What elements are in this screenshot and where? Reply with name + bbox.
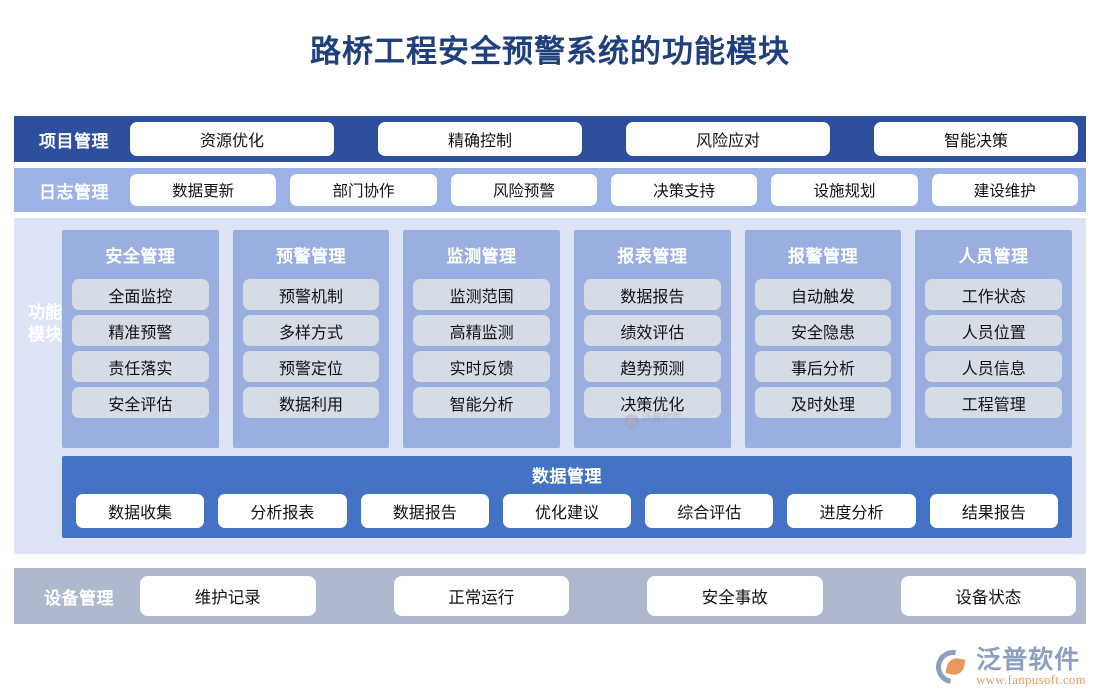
data-item-progress-analysis[interactable]: 进度分析 <box>787 494 916 528</box>
warning-item-mechanism[interactable]: 预警机制 <box>242 279 380 310</box>
data-management-block: 数据管理 数据收集 分析报表 数据报告 优化建议 综合评估 进度分析 结果报告 <box>62 456 1072 538</box>
project-management-band: 项目管理 资源优化 精确控制 风险应对 智能决策 <box>14 116 1086 162</box>
project-item-resource-optimization[interactable]: 资源优化 <box>130 122 334 156</box>
personnel-item-information[interactable]: 人员信息 <box>925 351 1063 382</box>
monitoring-item-smart-analysis[interactable]: 智能分析 <box>413 387 551 418</box>
log-item-decision-support[interactable]: 决策支持 <box>610 174 758 206</box>
project-management-items: 资源优化 精确控制 风险应对 智能决策 <box>126 122 1078 156</box>
report-item-trend-forecast[interactable]: 趋势预测 <box>584 351 721 382</box>
log-item-department-collaboration[interactable]: 部门协作 <box>290 174 437 206</box>
module-column-personnel: 人员管理 工作状态 人员位置 人员信息 工程管理 <box>915 230 1073 448</box>
module-column-warning: 预警管理 预警机制 多样方式 预警定位 数据利用 <box>232 230 390 448</box>
monitoring-item-scope[interactable]: 监测范围 <box>413 279 551 310</box>
alarm-item-timely-handling[interactable]: 及时处理 <box>754 387 892 418</box>
module-column-monitoring-header: 监测管理 <box>446 247 517 266</box>
brand-logo: 泛普软件 www.fanpusoft.com <box>929 643 1086 692</box>
report-item-data-report[interactable]: 数据报告 <box>584 279 721 310</box>
warning-item-data-utilization[interactable]: 数据利用 <box>242 387 380 418</box>
data-item-optimization-advice[interactable]: 优化建议 <box>502 494 632 528</box>
project-item-risk-response[interactable]: 风险应对 <box>626 122 830 156</box>
data-management-title: 数据管理 <box>532 467 602 486</box>
monitoring-item-high-precision[interactable]: 高精监测 <box>413 315 551 346</box>
logo-website-url: www.fanpusoft.com <box>976 673 1086 687</box>
monitoring-item-realtime-feedback[interactable]: 实时反馈 <box>413 351 551 382</box>
device-management-band: 设备管理 维护记录 正常运行 安全事故 设备状态 <box>14 568 1086 624</box>
data-item-data-report[interactable]: 数据报告 <box>360 494 489 528</box>
project-item-smart-decision[interactable]: 智能决策 <box>874 122 1078 156</box>
project-management-label: 项目管理 <box>39 131 109 151</box>
module-column-monitoring: 监测管理 监测范围 高精监测 实时反馈 智能分析 <box>403 230 561 448</box>
alarm-item-safety-hazard[interactable]: 安全隐患 <box>754 315 892 346</box>
data-item-comprehensive-evaluation[interactable]: 综合评估 <box>645 494 774 528</box>
function-modules-panel: 功能模块 安全管理 全面监控 精准预警 责任落实 安全评估 预警管理 预警机制 … <box>14 218 1086 554</box>
log-management-label: 日志管理 <box>39 182 109 202</box>
alarm-item-auto-trigger[interactable]: 自动触发 <box>754 279 892 310</box>
log-management-band: 日志管理 数据更新 部门协作 风险预警 决策支持 设施规划 建设维护 <box>14 168 1086 212</box>
warning-item-positioning[interactable]: 预警定位 <box>242 351 380 382</box>
module-column-personnel-header: 人员管理 <box>958 247 1029 266</box>
module-column-safety-header: 安全管理 <box>105 247 176 266</box>
module-columns: 安全管理 全面监控 精准预警 责任落实 安全评估 预警管理 预警机制 多样方式 … <box>62 230 1073 448</box>
device-item-maintenance-record[interactable]: 维护记录 <box>140 576 316 616</box>
safety-item-responsibility[interactable]: 责任落实 <box>72 351 209 382</box>
device-management-label: 设备管理 <box>44 588 114 608</box>
personnel-item-work-status[interactable]: 工作状态 <box>925 279 1063 310</box>
safety-item-full-monitoring[interactable]: 全面监控 <box>72 279 209 310</box>
module-column-alarm-header: 报警管理 <box>788 247 859 266</box>
data-item-result-report[interactable]: 结果报告 <box>929 494 1058 528</box>
module-column-safety: 安全管理 全面监控 精准预警 责任落实 安全评估 <box>62 230 219 448</box>
log-item-construction-maintenance[interactable]: 建设维护 <box>931 174 1078 206</box>
logo-wordmark: 泛普软件 www.fanpusoft.com <box>976 645 1086 688</box>
logo-company-name: 泛普软件 <box>976 645 1081 674</box>
fanpu-logo-icon <box>929 643 977 692</box>
personnel-item-location[interactable]: 人员位置 <box>925 315 1063 346</box>
module-column-report-header: 报表管理 <box>617 247 688 266</box>
device-item-safety-accident[interactable]: 安全事故 <box>647 576 823 616</box>
device-item-normal-operation[interactable]: 正常运行 <box>393 576 569 616</box>
data-item-analysis-report[interactable]: 分析报表 <box>218 494 347 528</box>
log-item-risk-warning[interactable]: 风险预警 <box>450 174 597 206</box>
device-item-device-status[interactable]: 设备状态 <box>900 576 1076 616</box>
safety-item-precise-warning[interactable]: 精准预警 <box>72 315 209 346</box>
page-title: 路桥工程安全预警系统的功能模块 <box>310 34 790 69</box>
function-modules-vertical-label: 功能模块 <box>28 303 62 344</box>
log-item-data-update[interactable]: 数据更新 <box>130 174 277 206</box>
data-item-collection[interactable]: 数据收集 <box>76 494 205 528</box>
report-item-decision-optimization[interactable]: 决策优化 <box>584 387 721 418</box>
device-management-items: 维护记录 正常运行 安全事故 设备状态 <box>134 576 1076 616</box>
warning-item-multiple-methods[interactable]: 多样方式 <box>242 315 380 346</box>
module-column-alarm: 报警管理 自动触发 安全隐患 事后分析 及时处理 <box>744 230 902 448</box>
module-column-report: 报表管理 数据报告 绩效评估 趋势预测 决策优化 <box>574 230 731 448</box>
module-column-warning-header: 预警管理 <box>276 247 346 266</box>
data-management-items: 数据收集 分析报表 数据报告 优化建议 综合评估 进度分析 结果报告 <box>76 494 1058 528</box>
safety-item-safety-assessment[interactable]: 安全评估 <box>72 387 209 418</box>
project-item-precise-control[interactable]: 精确控制 <box>378 122 582 156</box>
alarm-item-post-analysis[interactable]: 事后分析 <box>754 351 892 382</box>
log-item-facility-planning[interactable]: 设施规划 <box>771 174 918 206</box>
report-item-performance-evaluation[interactable]: 绩效评估 <box>584 315 721 346</box>
log-management-items: 数据更新 部门协作 风险预警 决策支持 设施规划 建设维护 <box>126 174 1078 206</box>
personnel-item-project-management[interactable]: 工程管理 <box>925 387 1063 418</box>
